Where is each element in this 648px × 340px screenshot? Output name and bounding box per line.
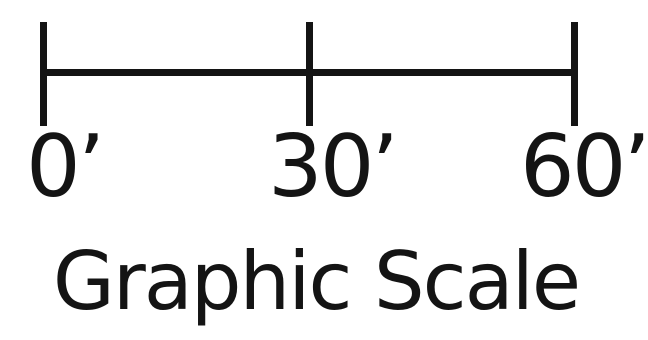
scale-label-0: 0’ <box>26 117 105 217</box>
scale-tick-30 <box>306 22 313 126</box>
graphic-scale-diagram: 0’ 30’ 60’ Graphic Scale <box>26 22 648 328</box>
scale-label-60: 60’ <box>520 117 648 217</box>
scale-tick-0 <box>40 22 47 126</box>
scale-title: Graphic Scale <box>52 235 581 328</box>
scale-tick-60 <box>571 22 578 126</box>
scale-label-30: 30’ <box>268 117 399 217</box>
